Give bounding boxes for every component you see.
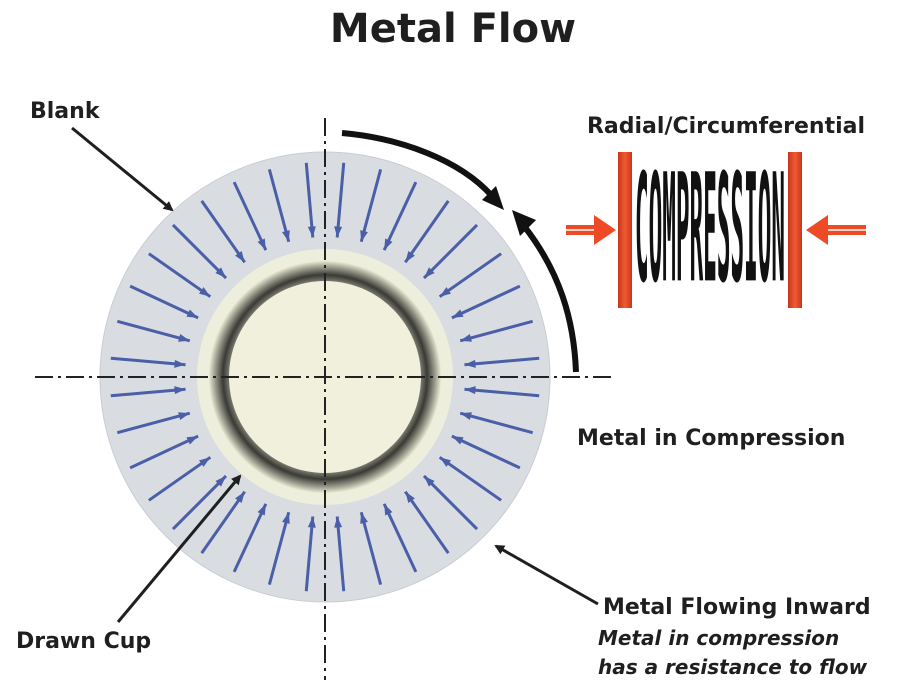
diagram-title: Metal Flow	[330, 6, 576, 52]
flow-arrow-head	[282, 512, 290, 524]
flow-arrow-head	[174, 386, 186, 395]
flow-arrow-head	[215, 267, 227, 279]
flow-arrow-head	[199, 287, 211, 297]
flow-arrow-head	[405, 251, 415, 263]
flow-arrow-head	[460, 334, 472, 342]
flow-arrow-head	[384, 238, 393, 251]
flow-arrow-shaft	[464, 356, 540, 367]
flow-arrow-head	[384, 503, 393, 516]
compression-left-plate	[618, 152, 632, 308]
flow-arrow-shaft	[304, 516, 315, 592]
flow-arrow-shaft	[304, 162, 315, 238]
flow-arrow-shaft	[464, 387, 540, 398]
flow-arrow-head	[439, 287, 451, 297]
flow-arrow-shaft	[232, 503, 268, 573]
flow-arrow-shaft	[171, 223, 228, 280]
flow-arrow-head	[307, 226, 316, 238]
blank-leader-arrow	[71, 126, 174, 212]
flow-arrow-shaft	[110, 387, 186, 398]
flow-arrow-head	[174, 359, 186, 368]
flow-arrow-head	[282, 230, 290, 242]
flow-arrow-shaft	[451, 284, 521, 320]
left-push-arrow-head	[594, 215, 616, 245]
flow-arrow-head	[423, 475, 435, 487]
flow-arrow-shaft	[359, 168, 383, 243]
flow-arrow-head	[360, 230, 368, 242]
flow-arrow-shaft	[422, 474, 479, 531]
flow-arrow-shaft	[459, 319, 534, 343]
resistance-note-line-2: has a resistance to flow	[598, 655, 868, 679]
flow-arrow-head	[178, 412, 190, 420]
flow-arrow-shaft	[148, 456, 212, 502]
flow-arrow-head	[334, 516, 343, 528]
flow-arrow-head	[235, 491, 245, 503]
metal-in-compression-label: Metal in Compression	[577, 426, 845, 451]
flow-arrow-shaft	[438, 252, 502, 298]
flow-arrow-head	[451, 309, 464, 318]
flow-arrow-head	[464, 386, 476, 395]
flow-arrow-shaft	[129, 284, 199, 320]
flow-arrow-shaft	[148, 252, 212, 298]
circumferential-arrow-counterclockwise	[521, 224, 579, 373]
flow-arrow-shaft	[422, 223, 479, 280]
flow-arrow-shaft	[459, 411, 534, 435]
circumferential-arrow-clockwise-head	[482, 186, 504, 210]
compression-word: COMPRESSION	[635, 143, 785, 316]
flow-arrow-shaft	[171, 474, 228, 531]
flow-arrow-head	[423, 267, 435, 279]
flow-arrows-group	[110, 162, 540, 592]
metal-flowing-inward-label: Metal Flowing Inward	[603, 595, 871, 620]
flow-arrow-head	[439, 457, 451, 467]
compression-right-plate	[788, 152, 802, 308]
circumferential-arrow-clockwise	[341, 130, 495, 198]
radial-circumferential-label: Radial/Circumferential	[587, 114, 865, 139]
flow-arrow-shaft	[267, 168, 291, 243]
metal-flowing-inward-leader-arrow	[494, 544, 599, 606]
flow-arrow-head	[178, 334, 190, 342]
flow-arrow-shaft	[116, 411, 191, 435]
flow-arrow-head	[334, 226, 343, 238]
flow-arrow-head	[360, 512, 368, 524]
flow-arrow-head	[199, 457, 211, 467]
flow-arrow-shaft	[335, 162, 346, 238]
flow-arrow-head	[451, 436, 464, 445]
resistance-note-line-1: Metal in compression	[598, 626, 839, 650]
drawn-cup-leader-arrow	[116, 474, 242, 623]
flow-arrow-head	[186, 436, 199, 445]
flow-arrow-head	[405, 491, 415, 503]
flow-arrow-head	[215, 475, 227, 487]
flow-arrow-shaft	[232, 181, 268, 251]
circumferential-arrow-counterclockwise-head	[512, 210, 536, 236]
flow-arrow-shaft	[404, 490, 450, 554]
flow-arrow-shaft	[404, 200, 450, 264]
flow-arrow-head	[257, 503, 266, 516]
flow-arrow-shaft	[129, 434, 199, 470]
flow-arrow-head	[307, 516, 316, 528]
flow-arrow-shaft	[359, 511, 383, 586]
drawn-cup-label: Drawn Cup	[16, 629, 151, 654]
flow-arrow-shaft	[382, 181, 418, 251]
flow-arrow-head	[257, 238, 266, 251]
flow-arrow-shaft	[200, 490, 246, 554]
flow-arrow-shaft	[200, 200, 246, 264]
compression-icon: COMPRESSION	[566, 143, 866, 317]
right-push-arrow-head	[806, 215, 828, 245]
flow-arrow-shaft	[110, 356, 186, 367]
flow-arrow-shaft	[116, 319, 191, 343]
flow-arrow-head	[235, 251, 245, 263]
flow-arrow-shaft	[451, 434, 521, 470]
flow-arrow-head	[186, 309, 199, 318]
flow-arrow-head	[464, 359, 476, 368]
flow-arrow-shaft	[335, 516, 346, 592]
flow-arrow-shaft	[267, 511, 291, 586]
flow-arrow-shaft	[382, 503, 418, 573]
flow-arrow-head	[460, 412, 472, 420]
blank-label: Blank	[30, 99, 101, 124]
flow-arrow-shaft	[438, 456, 502, 502]
